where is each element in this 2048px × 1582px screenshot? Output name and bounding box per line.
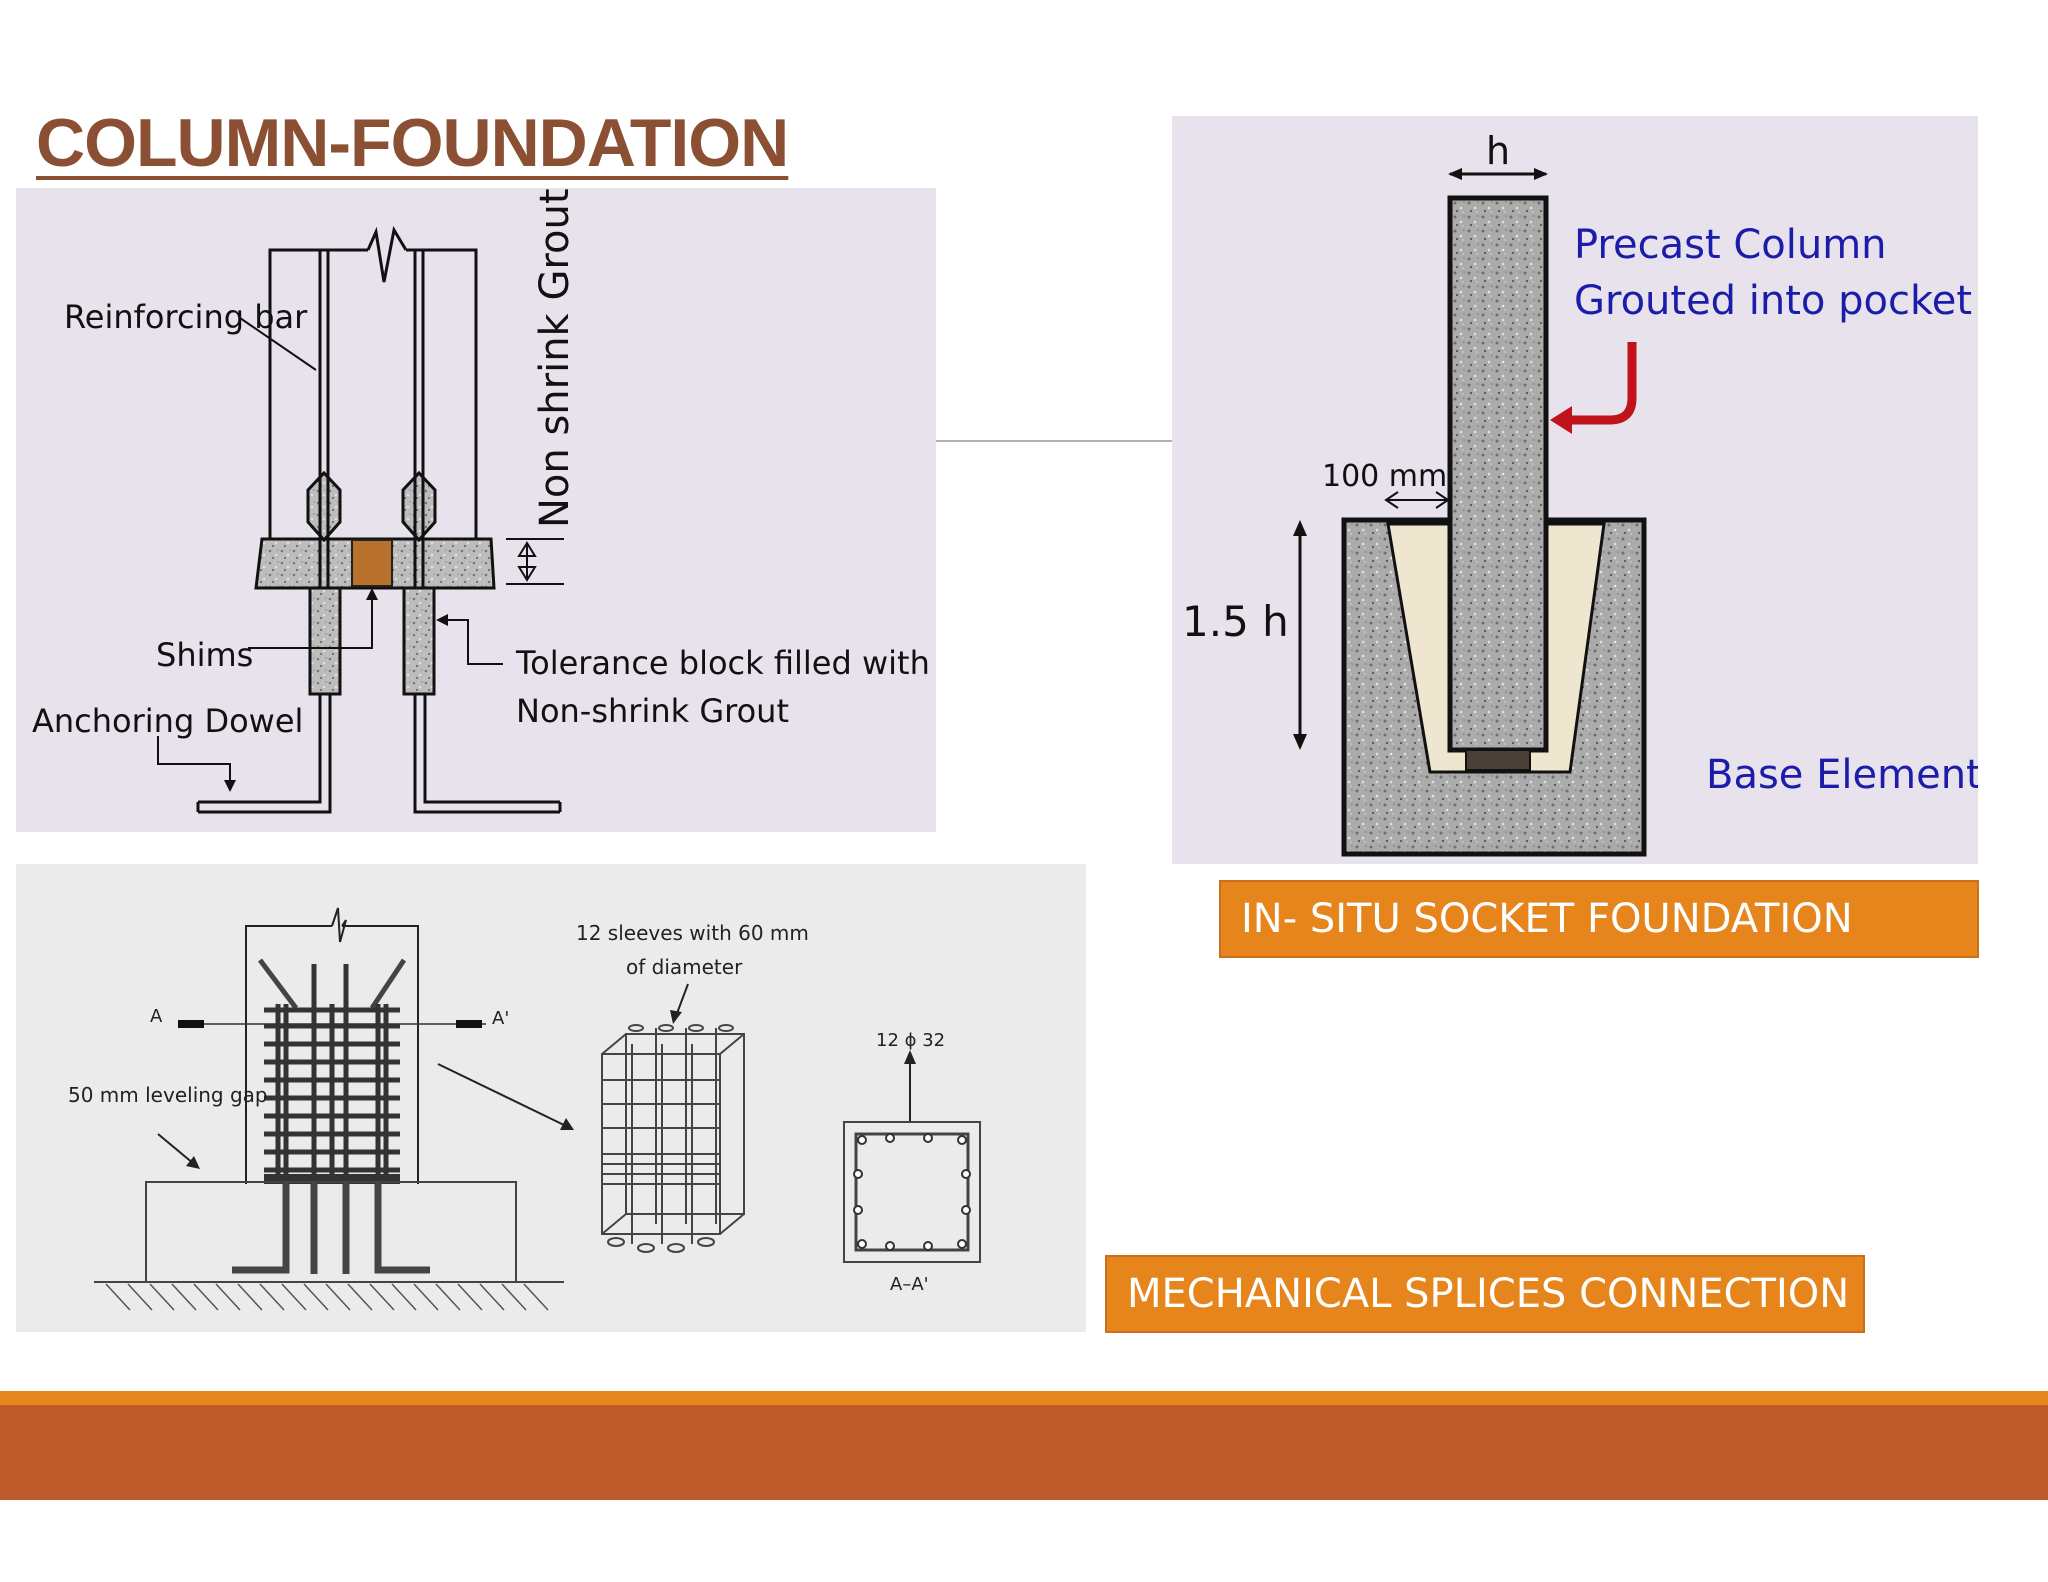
- anchoring-dowel-label: Anchoring Dowel: [32, 702, 303, 740]
- grout-arrow: [1564, 342, 1637, 425]
- tolerance-label-2: Non-shrink Grout: [516, 692, 789, 730]
- h-label: h: [1486, 129, 1510, 173]
- ground-hatch: [105, 1283, 549, 1311]
- precast-label-2: Grouted into pocket: [1574, 278, 1972, 324]
- reinforcing-bar-label: Reinforcing bar: [64, 298, 308, 336]
- section-aa-label: A–A': [890, 1274, 929, 1295]
- vertical-bars: [275, 964, 389, 1176]
- shims-label: Shims: [156, 636, 253, 674]
- break-line: [366, 225, 408, 283]
- leveling-gap-label: 50 mm leveling gap: [68, 1083, 268, 1107]
- break-line: [331, 907, 347, 943]
- leveling-gap-arrow: [157, 1133, 195, 1165]
- leader-tolerance: [440, 619, 503, 665]
- sleeves-arrow: [675, 983, 689, 1017]
- sleeves-label-1: 12 sleeves with 60 mm: [576, 921, 809, 945]
- base-element-label: Base Element: [1706, 752, 1978, 798]
- leveling-gap: [264, 1174, 400, 1184]
- depth-label: 1.5 h: [1182, 597, 1289, 646]
- sleeve-left: [308, 586, 342, 696]
- cage-arrow: [437, 1063, 567, 1127]
- panel-background: [16, 864, 1086, 1332]
- dowel-left: [198, 694, 322, 804]
- sleeves-label-2: of diameter: [626, 955, 743, 979]
- footer-accent-bar: [0, 1391, 2048, 1405]
- column-outline: [268, 248, 368, 539]
- column-outline: [245, 925, 332, 1184]
- coupler-right: [401, 470, 437, 543]
- gap-label: 100 mm: [1322, 459, 1447, 494]
- shim-pad: [1465, 749, 1531, 771]
- bars-label: 12 ϕ 32: [876, 1030, 945, 1051]
- slide-title: COLUMN-FOUNDATION: [36, 105, 789, 181]
- mechanical-splices-panel: A A' 50 mm leveling gap 12 sleeves with …: [16, 864, 1086, 1332]
- coupler-left: [306, 470, 342, 543]
- socket-foundation-label: IN- SITU SOCKET FOUNDATION: [1219, 880, 1979, 958]
- precast-column: [1447, 195, 1549, 753]
- non-shrink-grout-label: Non shrink Grout: [532, 188, 578, 528]
- mechanical-splices-label: MECHANICAL SPLICES CONNECTION: [1105, 1255, 1865, 1333]
- section-a-prime-label: A': [492, 1008, 509, 1029]
- dowels: [232, 1182, 430, 1274]
- section-a-label: A: [150, 1006, 163, 1027]
- sleeve-cage: [601, 1024, 745, 1253]
- tolerance-label-1: Tolerance block filled with: [515, 644, 930, 682]
- leader-reinforcing: [239, 317, 317, 371]
- dowel-right: [413, 694, 560, 814]
- tolerance-block: [351, 539, 393, 587]
- leader-shims: [248, 594, 373, 649]
- precast-label-1: Precast Column: [1574, 222, 1887, 268]
- connector-line: [936, 440, 1174, 442]
- leader-dowel: [157, 736, 231, 786]
- footer-bar: [0, 1405, 2048, 1500]
- grouted-base-panel: Reinforcing bar Non shrink Grout Shims A…: [16, 188, 936, 832]
- sleeve-right: [402, 586, 436, 696]
- socket-foundation-panel: h 100 mm 1.5 h Precast Column Grouted in…: [1172, 116, 1978, 864]
- cross-section: [843, 1121, 981, 1263]
